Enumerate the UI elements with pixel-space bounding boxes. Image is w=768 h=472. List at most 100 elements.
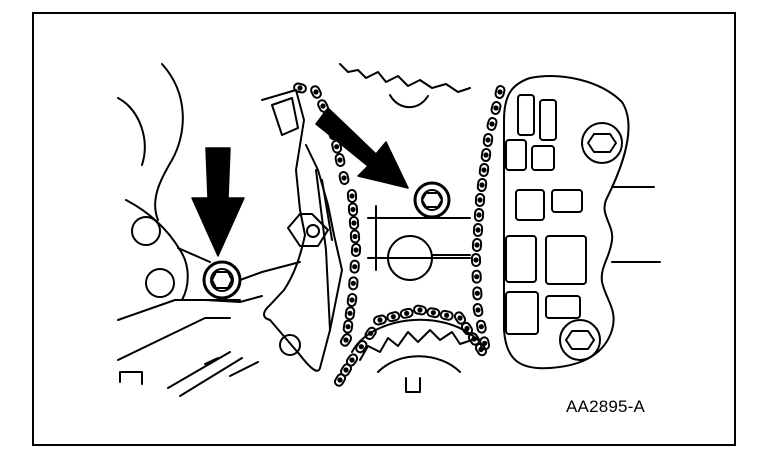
pivot-bolt-left [202,260,242,300]
pivot-bolt-left-hex [211,271,233,289]
chain-pin [320,103,326,109]
chain-pin [417,307,423,313]
chain-link [355,340,368,354]
chain-link [293,82,307,94]
chain-link [347,202,359,217]
chain-pin [349,297,355,303]
chain-pin [347,310,353,316]
chain-link [346,293,358,307]
chain-pin [485,137,491,143]
figure-frame [32,12,736,446]
tensioner-face [315,169,333,331]
chain-link [346,189,358,203]
chain-pin [343,337,349,343]
engine-block-arc [154,63,184,221]
chain-link [399,307,414,319]
chain-pin [457,315,463,321]
chain-pin [477,197,483,203]
chain-link [482,133,494,147]
chain-link [472,286,483,301]
chain-link [474,193,486,207]
chain-link [338,171,350,185]
chain-pin [474,290,480,296]
chain-link [342,319,354,334]
arrow-diagonal-indicator [315,107,409,189]
chain-pin [471,336,477,342]
chain-link [373,314,387,326]
chain-pin [444,312,450,318]
chain-pin [493,105,499,111]
chain-pin [404,310,410,316]
chain-pin [475,227,481,233]
timing-chain-lower-run [333,304,488,387]
chain-pin [352,264,358,270]
chain-link [345,353,359,367]
dowel-hole [145,268,175,298]
chain-pin [476,212,482,218]
chain-pin [350,280,356,286]
chain-pin [349,357,355,363]
chain-link [475,319,487,334]
block-ribs [119,351,259,397]
chain-link [472,303,484,317]
crank-key [405,377,421,393]
chain-pin [474,242,480,248]
chain-link [471,238,483,252]
chain-link [486,117,498,131]
arrow-down-indicator [191,147,245,257]
chain-link [331,139,343,154]
cover-cutouts [505,94,587,335]
chain-link [494,85,506,99]
chain-pin [349,193,355,199]
chain-pin [473,257,479,263]
chain-pin [341,175,347,181]
bolt-bracket-left [177,247,301,303]
pivot-bolt-right [413,181,451,219]
chain-link [334,153,346,167]
tensioner-pivot-hole [306,224,320,238]
chain-pin [352,233,358,240]
chain-link [344,306,356,321]
chain-pin [343,367,349,373]
chain-pin [482,340,488,346]
chain-link [471,269,482,284]
chain-link [478,163,490,177]
chain-pin [479,182,485,188]
chain-link [310,85,322,99]
chain-pin [368,330,374,336]
chain-link [473,208,485,222]
chain-pin [353,247,359,253]
chain-pin [297,85,303,91]
chain-pin [478,324,484,330]
chain-link [349,229,361,244]
chain-link [349,259,360,274]
center-hole [387,235,433,281]
chain-pin [481,167,487,173]
engine-block-outline [117,97,241,361]
chain-link [476,178,488,192]
cover-bolt-bottom-hex [565,330,595,350]
chain-pin [489,121,495,127]
chain-link [348,216,360,230]
dowel-hole [279,334,301,356]
chain-pin [464,325,470,332]
chain-link [470,253,482,267]
cover-bolt-top [581,122,623,164]
chain-pin [358,344,364,350]
chain-pin [351,220,357,226]
cam-sprocket-teeth [339,63,471,109]
chain-link [472,223,484,237]
timing-chain-right-run [470,85,506,351]
cover-bolt-top-hex [587,133,617,153]
chain-pin [478,346,484,353]
chain-pin [345,324,351,330]
front-cover-plate [503,75,630,370]
chain-pin [337,157,343,163]
figure-id-label: AA2895-A [566,397,646,416]
dowel-hole [131,216,161,246]
chain-pin [377,317,383,323]
chain-link [480,148,492,162]
timing-chain-left-run [339,189,362,347]
tensioner-arm-inner [271,97,329,247]
